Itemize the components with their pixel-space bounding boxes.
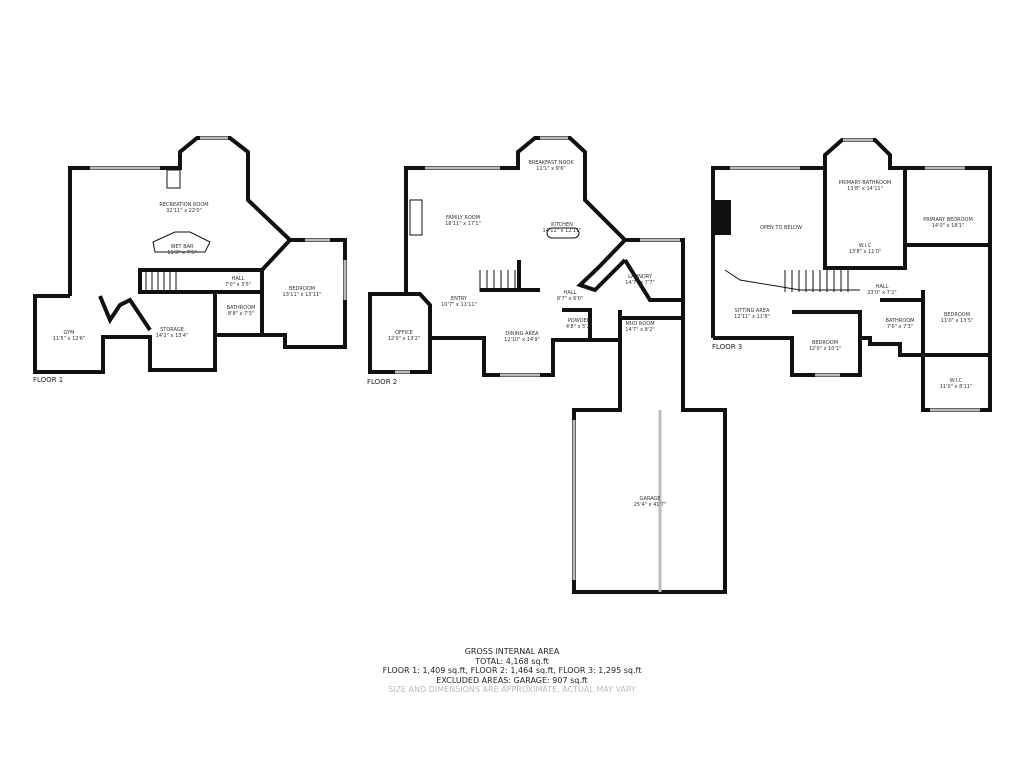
floor-2-label: FLOOR 2 xyxy=(367,378,398,386)
summary-note: SIZE AND DIMENSIONS ARE APPROXIMATE, ACT… xyxy=(388,685,636,694)
floor-1-label: FLOOR 1 xyxy=(33,376,64,384)
summary-title: GROSS INTERNAL AREA xyxy=(464,647,560,656)
summary-excluded: EXCLUDED AREAS: GARAGE: 907 sq.ft xyxy=(436,675,588,685)
floor-3-label: FLOOR 3 xyxy=(712,343,743,351)
floor-3-walls xyxy=(711,138,992,412)
room-label: OPEN TO BELOW xyxy=(759,225,803,231)
summary-total: TOTAL: 4,168 sq.ft xyxy=(475,656,549,666)
summary-floors: FLOOR 1: 1,409 sq.ft, FLOOR 2: 1,464 sq.… xyxy=(382,666,642,675)
area-summary: GROSS INTERNAL AREA TOTAL: 4,168 sq.ft F… xyxy=(300,647,724,695)
floor-1-walls xyxy=(33,136,347,374)
floor-2-walls xyxy=(368,136,727,594)
